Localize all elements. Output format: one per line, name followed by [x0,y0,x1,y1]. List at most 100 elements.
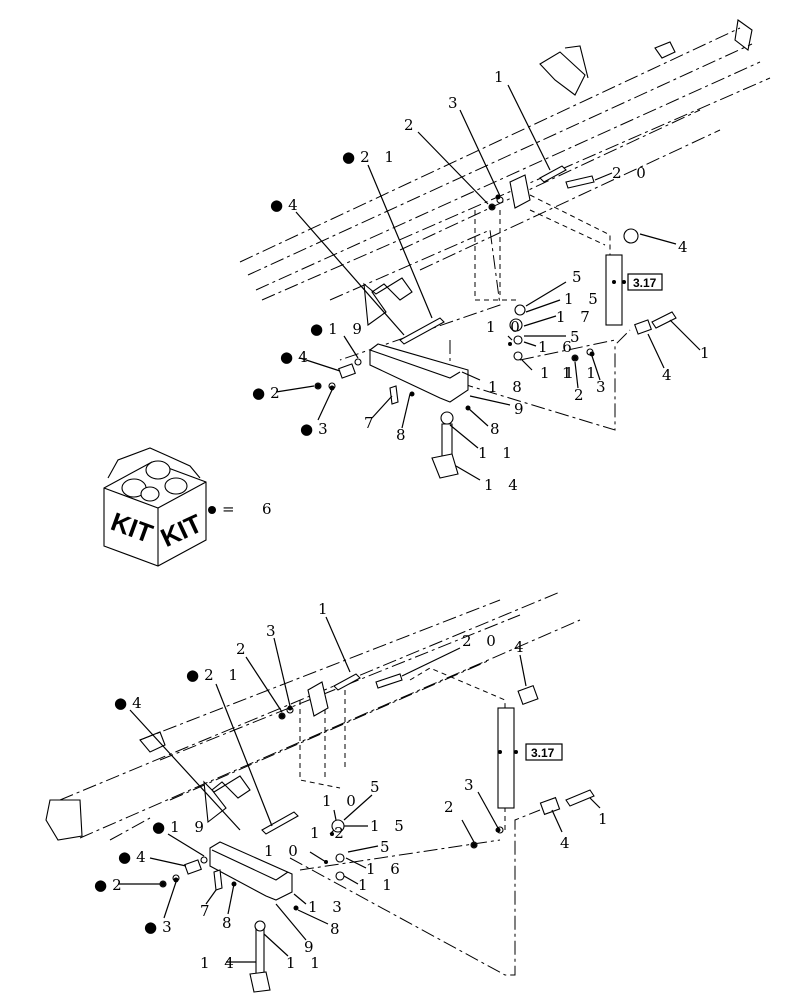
bottom-callout: ●2 [94,876,127,894]
bottom-mount-bracket [307,681,329,717]
bottom-callout: 1 5 [370,817,409,835]
bottom-bolt-1-right [565,789,595,807]
kit-box: KIT KIT = 6 [103,447,277,567]
bottom-bushing-4-left [184,859,202,875]
bottom-bushing-4-right [517,684,539,706]
bottom-callout: 4 [560,834,575,852]
bottom-bolt-1 [333,673,361,691]
top-callout: 1 4 [484,476,523,494]
bottom-callout: 5 [380,838,395,856]
bottom-callout: 2 [444,798,459,816]
kit-bullet [208,506,216,514]
bottom-callout: 1 4 [200,954,239,972]
top-callout: 5 [572,268,587,286]
top-leader-lines [275,84,701,481]
top-fitting-15 [514,304,526,316]
bottom-leader-lines [118,616,601,963]
top-callout: 1 1 [540,364,579,382]
top-callout: ●1 9 [310,320,367,338]
top-callout: 2 0 [612,164,651,182]
top-ref-box[interactable]: 3.17 [627,273,663,291]
bottom-callout: 1 0 [322,792,361,810]
top-direction-arrow [363,277,413,327]
bottom-callout: 1 6 [366,860,405,878]
bottom-bushing-11 [254,920,266,932]
top-callout: 1 1 [478,444,517,462]
top-bolt-1 [539,165,567,183]
top-callout: 4 [662,366,677,384]
bottom-washer-16 [335,853,345,863]
top-callout: 1 [700,344,715,362]
bottom-assembly: 1 2 3 ●2 1 ●4 2 0 4 5 1 0 1 2 1 5 1 0 5 … [45,591,613,993]
top-callout: 7 [364,414,379,432]
kit-equals: = [222,500,240,518]
top-spacer-19 [354,358,362,366]
top-callout: ●3 [300,420,333,438]
bottom-callout: ●2 1 [186,666,243,684]
top-callout: 5 [570,328,585,346]
bottom-bushing-4-lower [539,796,561,816]
top-bolt-1-right [651,311,677,329]
top-callout: 3 [596,378,611,396]
top-assembly: 1 2 3 ●2 1 ●4 2 0 4 5 1 5 1 7 1 0 5 1 6 … [239,19,771,494]
kit-count: 6 [262,500,277,518]
top-callout: 1 6 [538,338,577,356]
bottom-callout: 1 0 [264,842,303,860]
bottom-callout: 1 [598,810,613,828]
bottom-direction-arrow [203,775,251,824]
top-bolt-21 [399,317,445,345]
bottom-pin-20 [375,673,403,689]
bottom-callout: ●4 [114,694,147,712]
bottom-callout: 8 [222,914,237,932]
top-callouts: 1 2 3 ●2 1 ●4 2 0 4 5 1 5 1 7 1 0 5 1 6 … [252,68,715,494]
bottom-callout: 7 [200,902,215,920]
top-callout: ●2 [252,384,285,402]
bottom-callouts: 1 2 3 ●2 1 ●4 2 0 4 5 1 0 1 2 1 5 1 0 5 … [94,600,613,972]
top-nut-17 [509,318,523,332]
bottom-hidden-outline [289,667,541,976]
top-callout: 8 [490,420,505,438]
top-callout: 1 8 [488,378,527,396]
bottom-callout: 3 [464,776,479,794]
bottom-callout: 5 [370,778,385,796]
top-callout: 1 [494,68,509,86]
bottom-bolt-7 [213,869,223,891]
top-pin-20 [565,175,595,189]
bottom-callout: 8 [330,920,345,938]
top-callout: 4 [678,238,693,256]
top-arm-18 [369,343,469,403]
top-elbow-14 [431,453,459,479]
bottom-callout: 1 1 [286,954,325,972]
bottom-callout: 1 [318,600,333,618]
top-cylinder [605,254,623,326]
top-bushing-4-lower [634,319,652,335]
bottom-callout: 1 3 [308,898,347,916]
top-callout: 1 0 [486,318,525,336]
bottom-callout: 2 [236,640,251,658]
top-callout: ●4 [270,196,303,214]
top-bushing-11 [440,411,454,425]
top-washer-16 [513,335,523,345]
top-callout: 1 5 [564,290,603,308]
bottom-callout: ●4 [118,848,151,866]
top-bushing-11-mid [513,351,523,361]
bottom-callout: 3 [266,622,281,640]
bottom-callout: 1 2 [310,824,349,842]
bottom-callout: 1 1 [358,876,397,894]
bottom-elbow-14 [249,971,271,993]
top-callout: ●4 [280,348,313,366]
top-callout: ●2 1 [342,148,399,166]
top-callout: 3 [448,94,463,112]
top-callout: 8 [396,426,411,444]
top-bushing-4-left [338,363,356,379]
svg-text:3.17: 3.17 [531,746,555,760]
top-callout: 2 [574,386,589,404]
top-mount-bracket [509,174,531,209]
bottom-ref-box[interactable]: 3.17 [525,743,563,761]
bottom-bolt-21 [261,811,299,835]
bottom-callout: ●3 [144,918,177,936]
bottom-callout: ●1 9 [152,818,209,836]
top-callout: 1 1 [562,364,601,382]
top-callout: 9 [514,400,529,418]
